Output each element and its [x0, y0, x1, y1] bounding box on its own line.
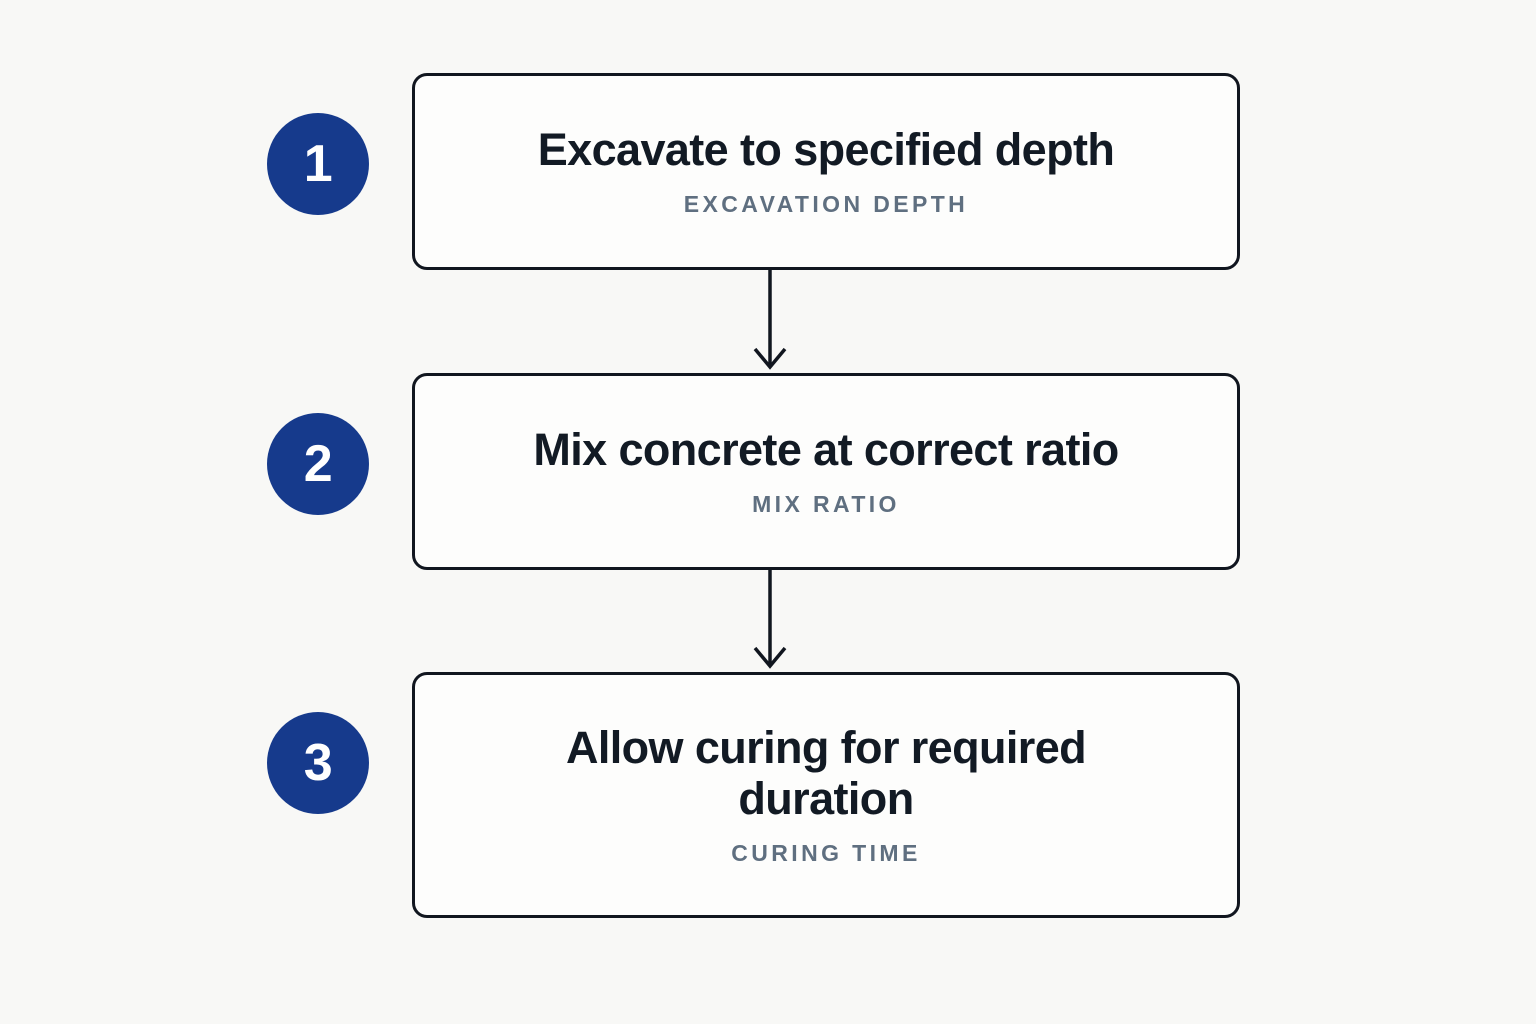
step-title-1: Excavate to specified depth — [537, 123, 1115, 175]
connector-arrow-2 — [746, 570, 794, 672]
step-subtitle-2: MIX RATIO — [752, 491, 900, 518]
step-title-3: Allow curing for required duration — [565, 722, 1087, 824]
step-card-1[interactable]: Excavate to specified depth EXCAVATION D… — [412, 73, 1240, 270]
step-card-2[interactable]: Mix concrete at correct ratio MIX RATIO — [412, 373, 1240, 570]
connector-arrow-1 — [746, 270, 794, 373]
step-number-badge-2: 2 — [267, 413, 369, 515]
step-title-2: Mix concrete at correct ratio — [533, 423, 1119, 475]
step-card-3[interactable]: Allow curing for required duration CURIN… — [412, 672, 1240, 918]
step-number-badge-3: 3 — [267, 712, 369, 814]
flow-step-3: 3 Allow curing for required duration CUR… — [0, 672, 1536, 918]
step-number-badge-1: 1 — [267, 113, 369, 215]
flow-step-1: 1 Excavate to specified depth EXCAVATION… — [0, 73, 1536, 270]
flow-step-2: 2 Mix concrete at correct ratio MIX RATI… — [0, 373, 1536, 570]
step-subtitle-1: EXCAVATION DEPTH — [683, 191, 969, 218]
arrow-down-icon — [753, 570, 787, 669]
arrow-down-icon — [753, 270, 787, 370]
step-subtitle-3: CURING TIME — [731, 839, 921, 866]
